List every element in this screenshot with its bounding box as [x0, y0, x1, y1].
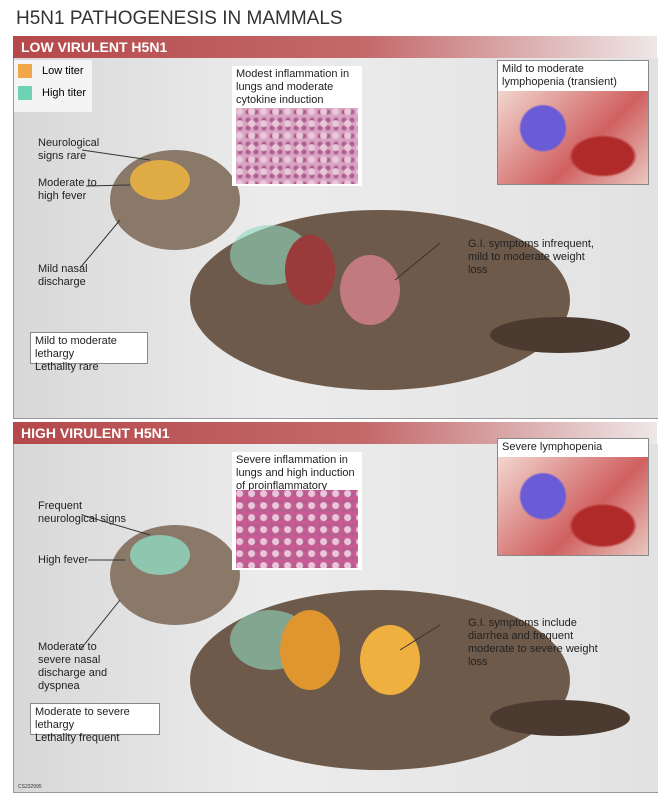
ferret-high [110, 525, 630, 770]
high-nasal-label: Moderate to severe nasal discharge and d… [38, 641, 108, 692]
figure-code: CS232995 [18, 784, 42, 790]
low-lung-histology-image [236, 108, 358, 184]
high-blood-card: Severe lymphopenia [497, 438, 649, 556]
high-lethargy-text: Moderate to severe lethargy [35, 706, 130, 731]
low-neuro-label: Neurological signs rare [38, 137, 100, 162]
high-lung-histology-image [236, 490, 358, 568]
page-title: H5N1 PATHOGENESIS IN MAMMALS [16, 8, 343, 29]
high-blood-caption: Severe lymphopenia [498, 439, 648, 459]
low-blood-caption: Mild to moderate lymphopenia (transient) [498, 61, 648, 93]
low-lymphocyte-image [498, 91, 648, 184]
high-neuro-label: Frequent neurological signs [38, 500, 127, 525]
legend-low-label: Low titer [42, 64, 84, 77]
low-histology-caption: Modest inflammation in lungs and moderat… [236, 68, 350, 106]
ferret-low [110, 150, 630, 390]
low-blood-card: Mild to moderate lymphopenia (transient) [497, 60, 649, 185]
high-lethality-text: Lethality frequent [35, 732, 120, 744]
high-virulent-header: HIGH VIRULENT H5N1 [13, 422, 657, 444]
legend: Low titer High titer [14, 60, 92, 112]
low-fever-label: Moderate to high fever [38, 177, 97, 202]
low-lethality-text: Lethality rare [35, 361, 99, 373]
high-titer-swatch [18, 86, 32, 100]
low-lethargy-text: Mild to moderate lethargy [35, 335, 117, 360]
low-titer-swatch [18, 64, 32, 78]
high-fever-label: High fever [38, 554, 89, 566]
high-gi-label: G.I. symptoms include diarrhea and frequ… [468, 617, 598, 668]
low-nasal-label: Mild nasal discharge [38, 263, 88, 288]
high-histology-caption: Severe inflammation in lungs and high in… [236, 454, 355, 505]
low-virulent-header: LOW VIRULENT H5N1 [13, 36, 657, 58]
high-lymphocyte-image [498, 457, 648, 555]
legend-high-label: High titer [42, 86, 87, 99]
low-gi-label: G.I. symptoms infrequent, mild to modera… [468, 238, 594, 276]
